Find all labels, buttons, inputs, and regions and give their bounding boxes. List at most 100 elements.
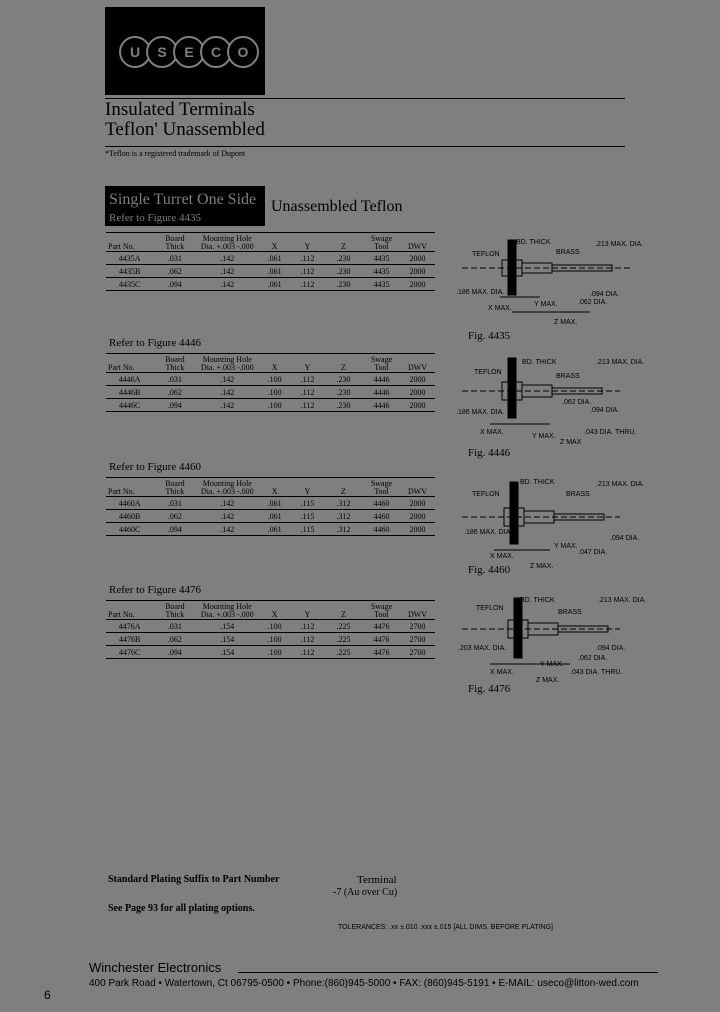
table-cell: 4446: [362, 385, 400, 399]
column-header: Mounting Hole Dia. +.003 -.000: [196, 477, 259, 497]
table-cell: .062: [153, 264, 197, 278]
table-cell: .031: [153, 251, 197, 265]
column-header: Board Thick: [153, 600, 197, 620]
fig-label: Z MAX: [560, 439, 582, 446]
column-header: X: [258, 353, 292, 373]
column-header: Part No.: [106, 477, 154, 497]
plating-see-page: See Page 93 for all plating options.: [108, 903, 255, 914]
fig-label: BRASS: [556, 373, 580, 380]
column-header: Y: [291, 477, 324, 497]
section-box-ref: Refer to Figure 4435: [109, 212, 201, 224]
table-cell: .094: [153, 398, 197, 412]
footer-address: 400 Park Road • Watertown, Ct 06795-0500…: [89, 978, 639, 989]
fig-label: Y MAX.: [554, 543, 578, 550]
column-header: Swage Tool: [362, 232, 400, 252]
table-cell: .142: [196, 385, 259, 399]
fig-label: .047 DIA.: [578, 549, 607, 556]
section-box: Single Turret One Side Refer to Figure 4…: [105, 186, 265, 226]
figure-caption: Fig. 4435: [468, 330, 511, 342]
table-cell: 2000: [399, 522, 435, 536]
column-header: Z: [323, 600, 363, 620]
table-cell: .142: [196, 522, 259, 536]
title-line-1: Insulated Terminals: [105, 99, 255, 120]
fig-label: .213 MAX. DIA.: [596, 481, 644, 488]
figure-4476-diagram: TEFLON BD. THICK BRASS .213 MAX. DIA. .2…: [458, 597, 646, 684]
column-header: Z: [323, 353, 363, 373]
fig-label: .094 DIA.: [596, 645, 625, 652]
table-cell: .100: [258, 385, 292, 399]
table-cell: 4435A: [106, 251, 154, 265]
column-header: Part No.: [106, 600, 154, 620]
useco-logo: U S E C O: [105, 7, 265, 95]
fig-label: BRASS: [556, 249, 580, 256]
table-cell: 2000: [399, 251, 435, 265]
table-cell: .154: [196, 632, 259, 646]
table-cell: .142: [196, 509, 259, 523]
table-cell: .100: [258, 619, 292, 633]
table-cell: .062: [153, 509, 197, 523]
table-cell: .061: [258, 277, 292, 291]
table-cell: .112: [291, 372, 324, 386]
table-cell: .154: [196, 645, 259, 659]
table-cell: 4476: [362, 632, 400, 646]
table-cell: .230: [323, 277, 363, 291]
table-cell: .154: [196, 619, 259, 633]
table-cell: 4460: [362, 509, 400, 523]
table-cell: .312: [323, 496, 363, 510]
table-cell: .094: [153, 522, 197, 536]
table-cell: .230: [323, 251, 363, 265]
table-cell: 4476: [362, 645, 400, 659]
fig-label: X MAX.: [490, 553, 514, 560]
trademark-note: *Teflon is a registered trademark of Dup…: [105, 149, 246, 158]
table-cell: 2000: [399, 372, 435, 386]
column-header: Swage Tool: [362, 477, 400, 497]
fig-label: Z MAX.: [530, 563, 553, 570]
table-cell: 4476: [362, 619, 400, 633]
table-cell: 2000: [399, 398, 435, 412]
page-number: 6: [44, 988, 51, 1002]
column-header: Part No.: [106, 353, 154, 373]
table-cell: .112: [291, 277, 324, 291]
figure-4460-diagram: TEFLON BD. THICK BRASS .213 MAX. DIA. .1…: [462, 479, 644, 570]
table-cell: 4460A: [106, 496, 154, 510]
plating-suffix-label: Standard Plating Suffix to Part Number: [108, 874, 280, 885]
fig-label: BD. THICK: [520, 479, 555, 486]
refer-figure-label: Refer to Figure 4446: [109, 337, 201, 349]
fig-label: Y MAX.: [532, 433, 556, 440]
fig-label: Z MAX.: [554, 319, 577, 326]
figure-caption: Fig. 4446: [468, 447, 511, 459]
fig-label: X MAX.: [480, 429, 504, 436]
table-cell: .112: [291, 632, 324, 646]
column-header: Mounting Hole Dia. +.003 -.000: [196, 353, 259, 373]
fig-label: BD. THICK: [516, 239, 551, 246]
section-box-title: Single Turret One Side: [109, 191, 257, 208]
footer-company: Winchester Electronics: [89, 960, 222, 975]
fig-label: .186 MAX. DIA.: [456, 409, 504, 416]
table-cell: .225: [323, 619, 363, 633]
table-cell: .061: [258, 264, 292, 278]
fig-label: .062 DIA.: [578, 655, 607, 662]
table-cell: 2700: [399, 645, 435, 659]
column-header: X: [258, 232, 292, 252]
fig-label: .094 DIA.: [590, 407, 619, 414]
column-header: DWV: [399, 232, 435, 252]
column-header: Z: [323, 477, 363, 497]
table-cell: .225: [323, 632, 363, 646]
logo-letter: U: [119, 36, 151, 68]
fig-label: X MAX.: [488, 305, 512, 312]
table-cell: .112: [291, 385, 324, 399]
fig-label: .062 DIA.: [562, 399, 591, 406]
table-cell: 4460C: [106, 522, 154, 536]
column-header: Swage Tool: [362, 600, 400, 620]
fig-label: .186 MAX. DIA.: [456, 289, 504, 296]
table-cell: 2000: [399, 385, 435, 399]
header-rule-bottom: [105, 146, 625, 147]
table-cell: 4435: [362, 251, 400, 265]
fig-label: TEFLON: [472, 251, 500, 258]
